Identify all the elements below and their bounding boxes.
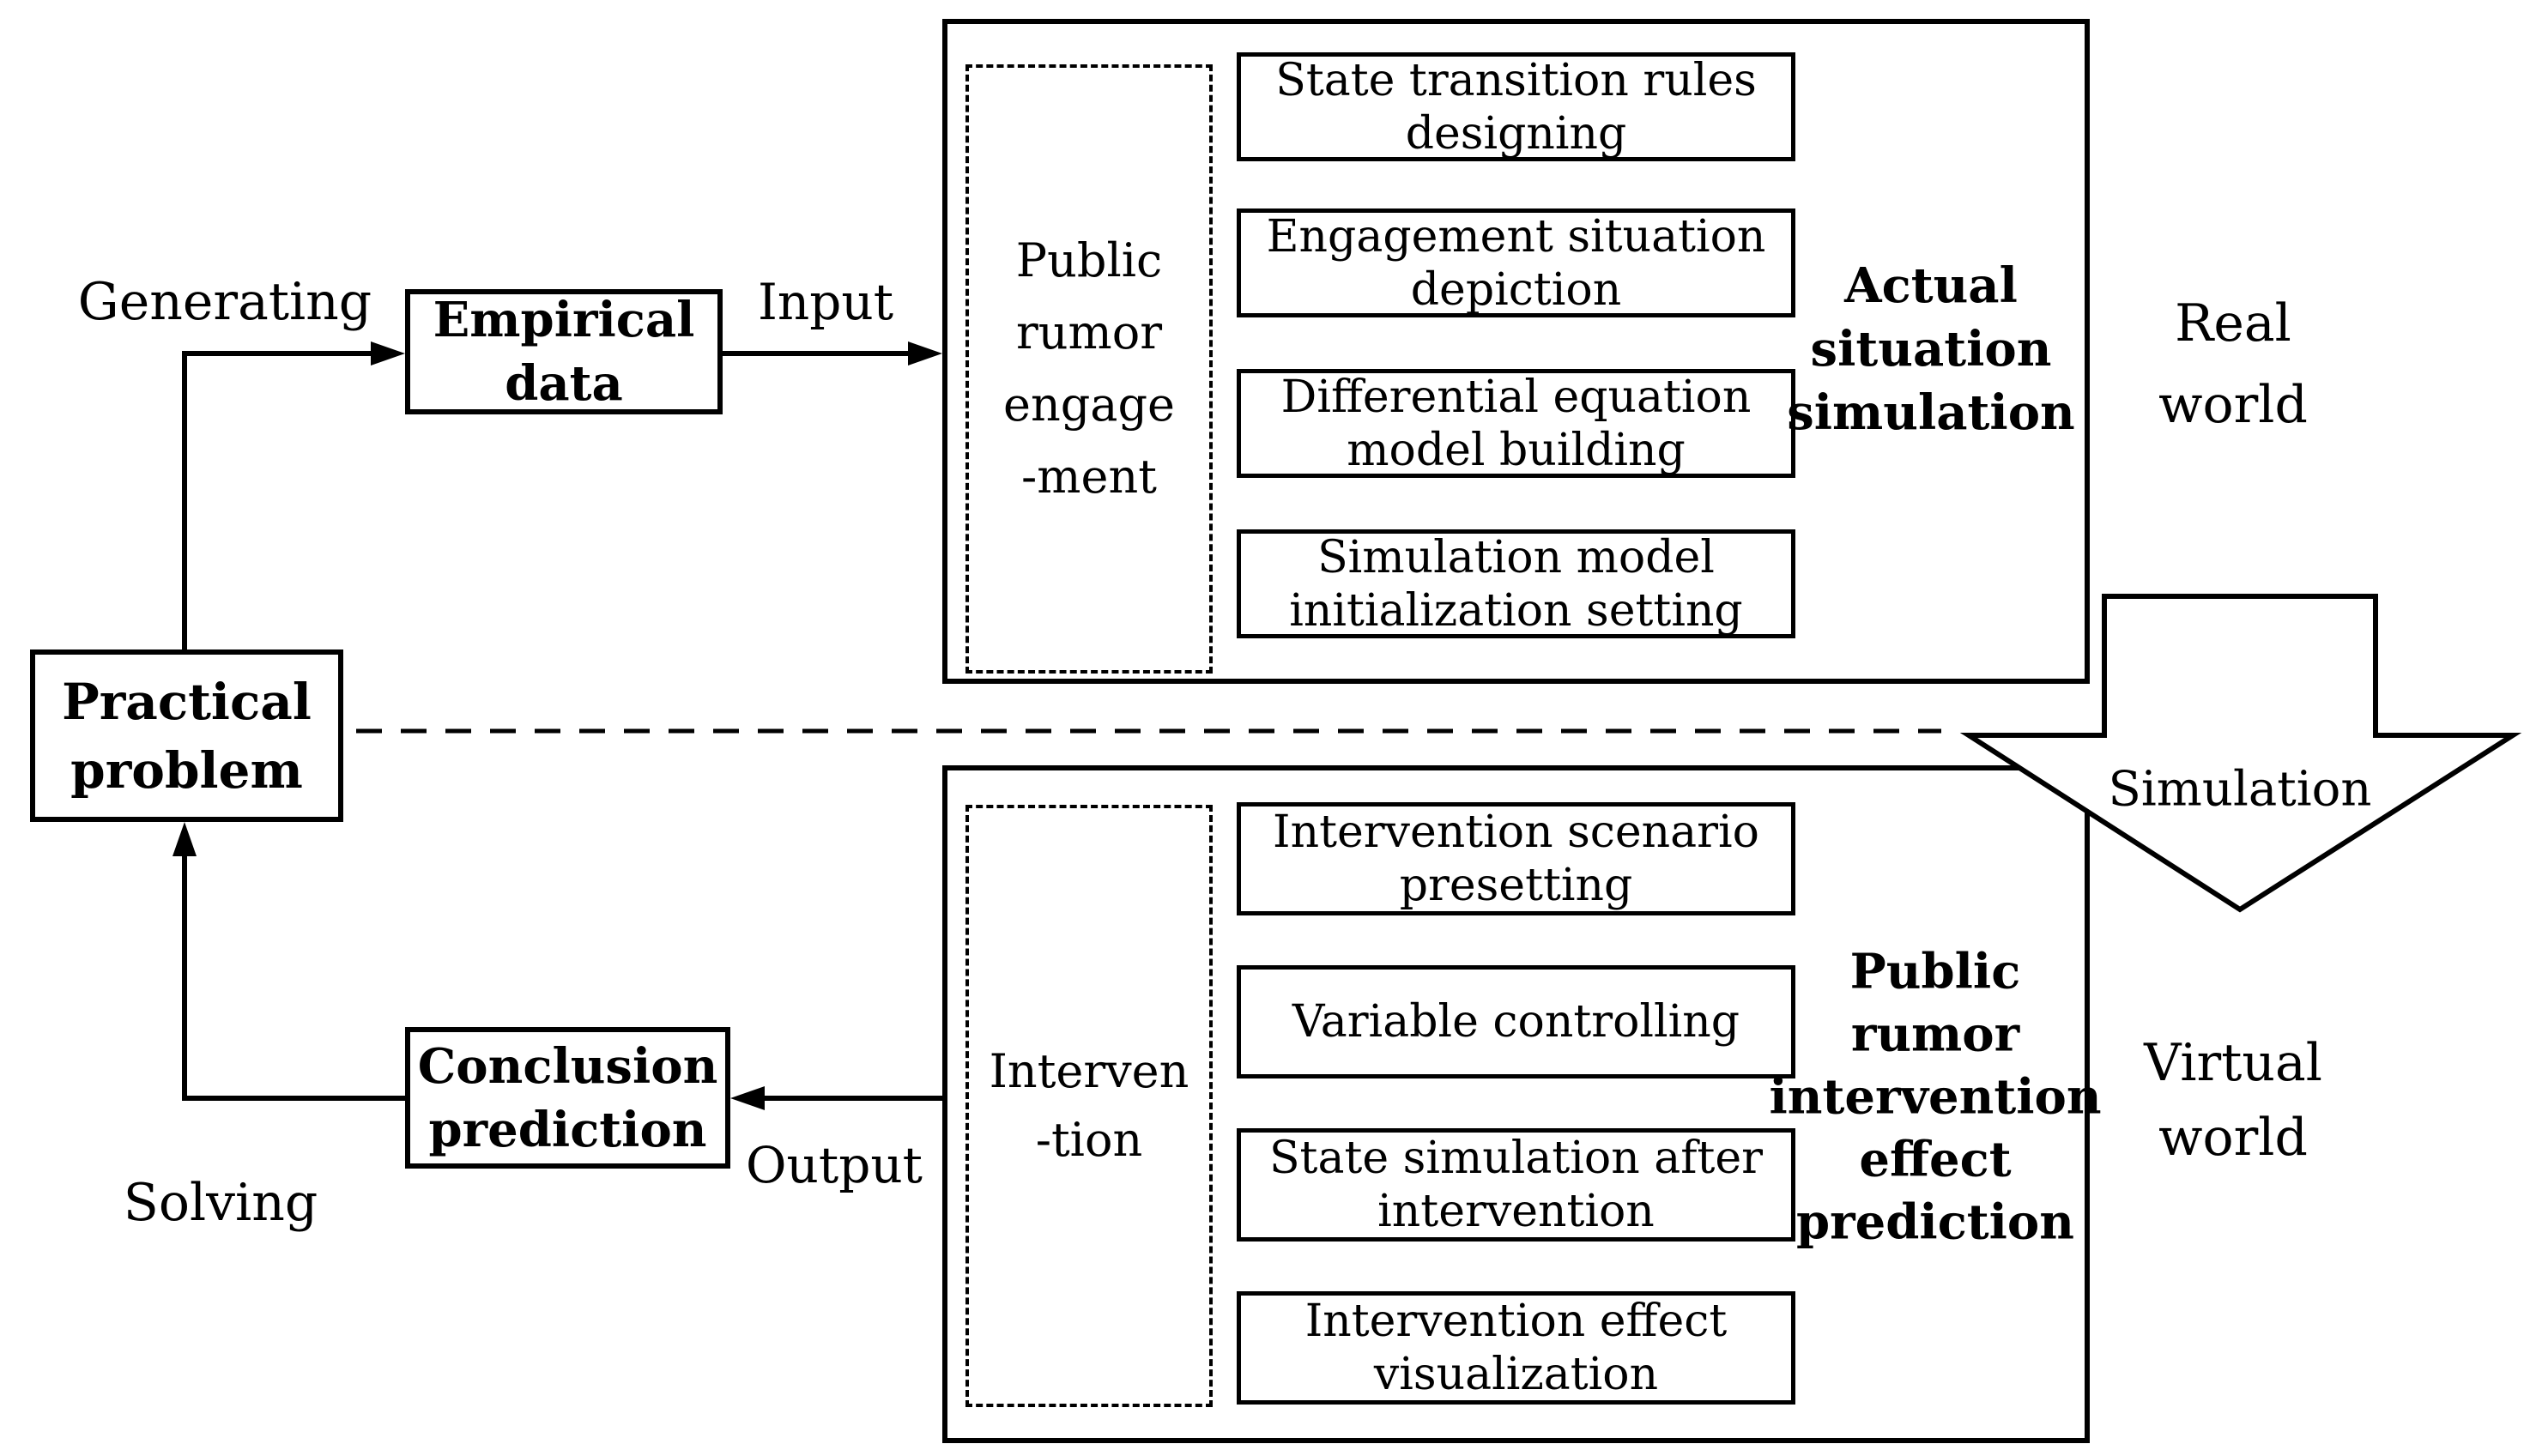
step-differential-equation-model: Differential equation model building — [1237, 369, 1795, 478]
empirical-data-node: Empirical data — [405, 289, 723, 414]
generating-arrow — [182, 341, 405, 649]
public-rumor-intervention-effect-prediction-label: Public rumor intervention effect predict… — [1769, 943, 2102, 1251]
real-world-label: Real world — [2158, 293, 2308, 435]
step-intervention-scenario-presetting: Intervention scenario presetting — [1237, 802, 1795, 915]
solving-arrow — [173, 822, 405, 1101]
input-label: Input — [757, 273, 894, 331]
simulation-arrow-label: Simulation — [2108, 761, 2372, 818]
step-intervention-effect-visualization: Intervention effect visualization — [1237, 1291, 1795, 1405]
step-variable-controlling: Variable controlling — [1237, 965, 1795, 1078]
conclusion-prediction-node: Conclusion prediction — [405, 1027, 730, 1169]
public-rumor-engagement-group: Public rumor engage -ment — [965, 64, 1213, 674]
generating-label: Generating — [77, 272, 372, 332]
step-state-transition-rules: State transition rules designing — [1237, 52, 1795, 161]
virtual-world-label: Virtual world — [2144, 1033, 2322, 1168]
output-label: Output — [745, 1136, 923, 1194]
actual-situation-simulation-label: Actual situation simulation — [1787, 257, 2075, 441]
intervention-group: Interven -tion — [965, 805, 1213, 1407]
step-state-simulation-after-intervention: State simulation after intervention — [1237, 1128, 1795, 1242]
output-arrow — [730, 1086, 942, 1110]
practical-problem-node: Practical problem — [30, 649, 343, 822]
solving-label: Solving — [123, 1173, 318, 1233]
step-simulation-model-initialization: Simulation model initialization setting — [1237, 529, 1795, 638]
input-arrow — [723, 341, 942, 366]
step-engagement-situation-depiction: Engagement situation depiction — [1237, 208, 1795, 317]
